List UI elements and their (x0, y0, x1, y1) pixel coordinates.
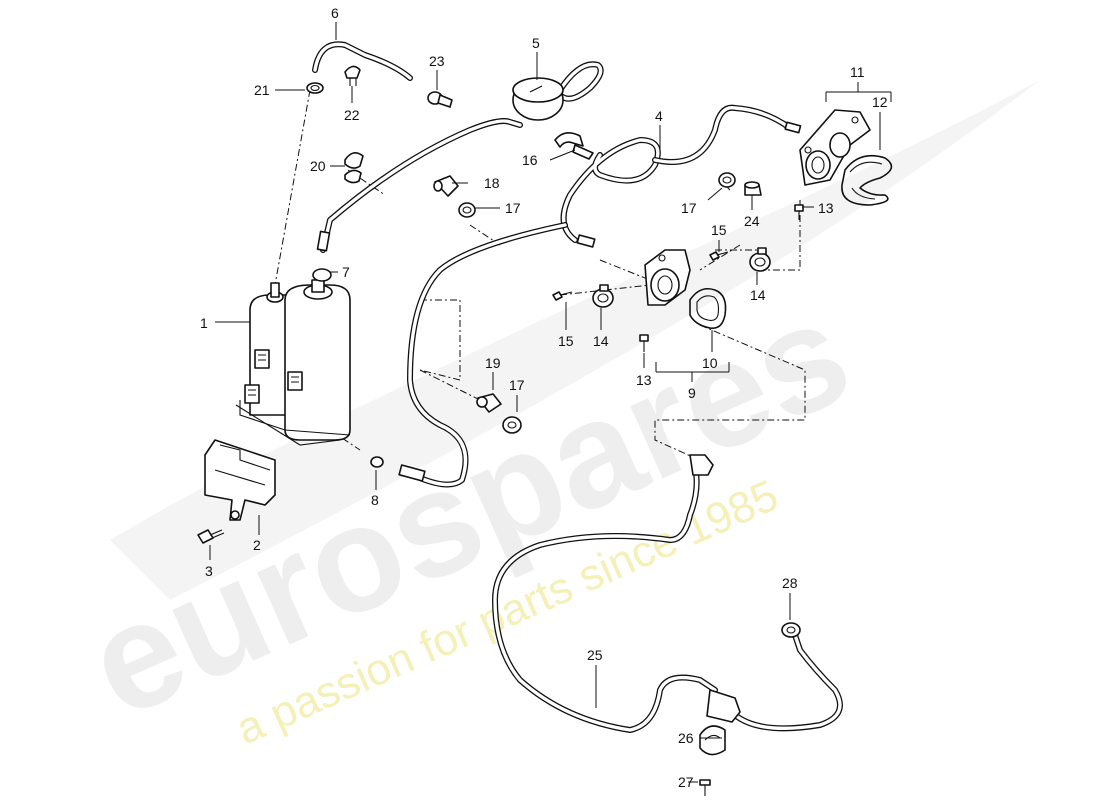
clamp-8 (370, 456, 384, 468)
canister-bracket (204, 439, 276, 521)
callout-10: 10 (702, 355, 718, 371)
bolt-13b (639, 334, 649, 352)
callout-1: 1 (200, 315, 208, 331)
callout-26: 26 (678, 730, 694, 746)
clip-16 (554, 132, 594, 160)
callout-14a: 14 (750, 287, 766, 303)
clip-20 (344, 152, 364, 184)
callout-3: 3 (205, 563, 213, 579)
callout-19: 19 (485, 355, 501, 371)
gasket-12 (841, 154, 893, 206)
elbow-18 (433, 175, 459, 197)
callout-8: 8 (371, 492, 379, 508)
clamp-14b (592, 284, 614, 308)
bracket-9 (644, 249, 691, 306)
callout-7: 7 (342, 264, 350, 280)
bolt-13a (794, 204, 804, 220)
callout-4: 4 (655, 108, 663, 124)
pipe-25 (492, 454, 843, 733)
carbon-canister (235, 279, 351, 446)
callout-24: 24 (744, 213, 760, 229)
callout-12: 12 (872, 94, 888, 110)
bolt-3 (197, 529, 225, 544)
valve-5 (512, 61, 604, 121)
callout-18: 18 (484, 175, 500, 191)
watermark-swoosh (110, 80, 1040, 600)
bracket-11 (799, 109, 871, 186)
clamp-14a (749, 247, 771, 272)
clamp-26 (699, 725, 726, 756)
callout-17c: 17 (509, 377, 525, 393)
grommet-17b (718, 172, 736, 188)
callout-16: 16 (522, 152, 538, 168)
callout-labels: 1 2 3 4 5 6 7 8 9 10 11 12 13 13 14 14 1… (200, 5, 888, 790)
callout-13b: 13 (636, 372, 652, 388)
callout-17b: 17 (681, 200, 697, 216)
callout-11: 11 (850, 64, 865, 80)
callout-25: 25 (587, 647, 603, 663)
callout-15b: 15 (558, 333, 574, 349)
purge-hose (316, 118, 523, 253)
callout-27: 27 (678, 774, 694, 790)
vent-hose (398, 222, 568, 488)
plug-24 (744, 181, 762, 196)
callout-22: 22 (344, 107, 360, 123)
clip-22 (344, 65, 361, 86)
callout-13a: 13 (818, 200, 834, 216)
callout-21: 21 (254, 82, 270, 98)
callout-6: 6 (331, 5, 339, 21)
grommet-17c (502, 416, 522, 434)
fitting-28 (781, 622, 801, 638)
grommet-17a (458, 202, 476, 218)
elbow-19 (476, 393, 502, 413)
callout-17a: 17 (505, 200, 521, 216)
callout-20: 20 (310, 158, 326, 174)
clip-21 (306, 82, 324, 94)
callout-28: 28 (782, 575, 798, 591)
screw-15a (709, 251, 729, 261)
valve-23 (427, 91, 453, 108)
gasket-10 (689, 287, 727, 330)
hose-4 (560, 104, 802, 248)
callout-14b: 14 (593, 333, 609, 349)
watermark: eurospares a passion for parts since 198… (65, 80, 1040, 754)
callout-23: 23 (429, 53, 445, 69)
hose-6 (312, 41, 413, 81)
clamp-7 (312, 268, 332, 282)
callout-9: 9 (688, 385, 696, 401)
callout-5: 5 (532, 35, 540, 51)
callout-15a: 15 (711, 222, 727, 238)
callout-2: 2 (253, 537, 261, 553)
leader-lines (209, 22, 892, 783)
screw-27 (699, 779, 711, 796)
screw-15b (552, 291, 573, 301)
